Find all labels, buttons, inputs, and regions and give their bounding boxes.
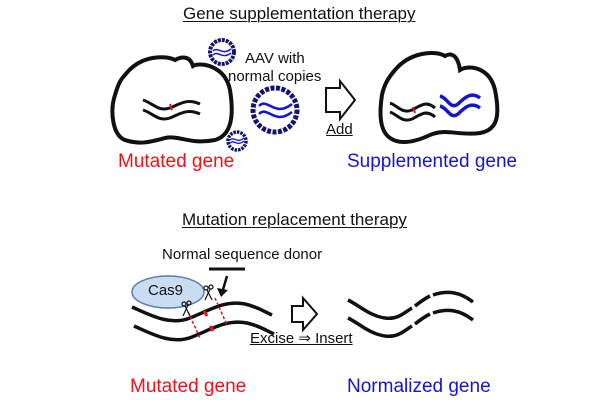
excise-insert-arrow-icon bbox=[291, 295, 319, 333]
add-label: Add bbox=[326, 121, 353, 138]
dna-duplex-mutated-top bbox=[131, 301, 273, 323]
mutation-mark bbox=[169, 103, 173, 111]
normalized-gene-caption: Normalized gene bbox=[347, 376, 491, 397]
cas9-protein bbox=[131, 275, 205, 309]
excise-insert-label: Excise ⇒ Insert bbox=[250, 330, 353, 347]
dna-strand-mutated-1 bbox=[142, 98, 201, 111]
aav-particle-large bbox=[250, 85, 300, 135]
cell-outline-right bbox=[378, 51, 500, 144]
dna-strand-mutated-right-2 bbox=[389, 110, 436, 122]
dna-strand-mutated-right-1 bbox=[389, 101, 436, 113]
mutated-gene-caption-top: Mutated gene bbox=[118, 151, 235, 172]
supplemented-gene-caption: Supplemented gene bbox=[347, 151, 518, 172]
dna-duplex-normal-top bbox=[347, 298, 413, 321]
dna-strand-mutated-2 bbox=[142, 108, 201, 121]
top-panel-title: Gene supplementation therapy bbox=[183, 4, 416, 23]
aav-particle-small-top bbox=[208, 38, 236, 66]
scissors-icon-right bbox=[203, 284, 214, 301]
mutated-gene-caption-bottom: Mutated gene bbox=[130, 376, 247, 397]
donor-label: Normal sequence donor bbox=[162, 246, 323, 263]
cell-outline-left bbox=[110, 55, 234, 145]
aav-label-line1: AAV with bbox=[245, 50, 305, 67]
bottom-panel-title: Mutation replacement therapy bbox=[182, 210, 407, 229]
dna-duplex-mutated-bottom bbox=[133, 320, 275, 342]
cas9-label: Cas9 bbox=[148, 282, 184, 299]
dna-strand-normal-1 bbox=[439, 93, 482, 108]
dna-strand-normal-2 bbox=[439, 103, 482, 118]
aav-particle-small-bottom bbox=[226, 130, 248, 152]
dna-duplex-normal-bottom bbox=[347, 316, 413, 339]
scissors-icon-left bbox=[181, 300, 192, 317]
aav-label-line2: normal copies bbox=[228, 68, 322, 85]
add-arrow-icon bbox=[325, 78, 357, 122]
cut-line-right bbox=[214, 297, 228, 326]
